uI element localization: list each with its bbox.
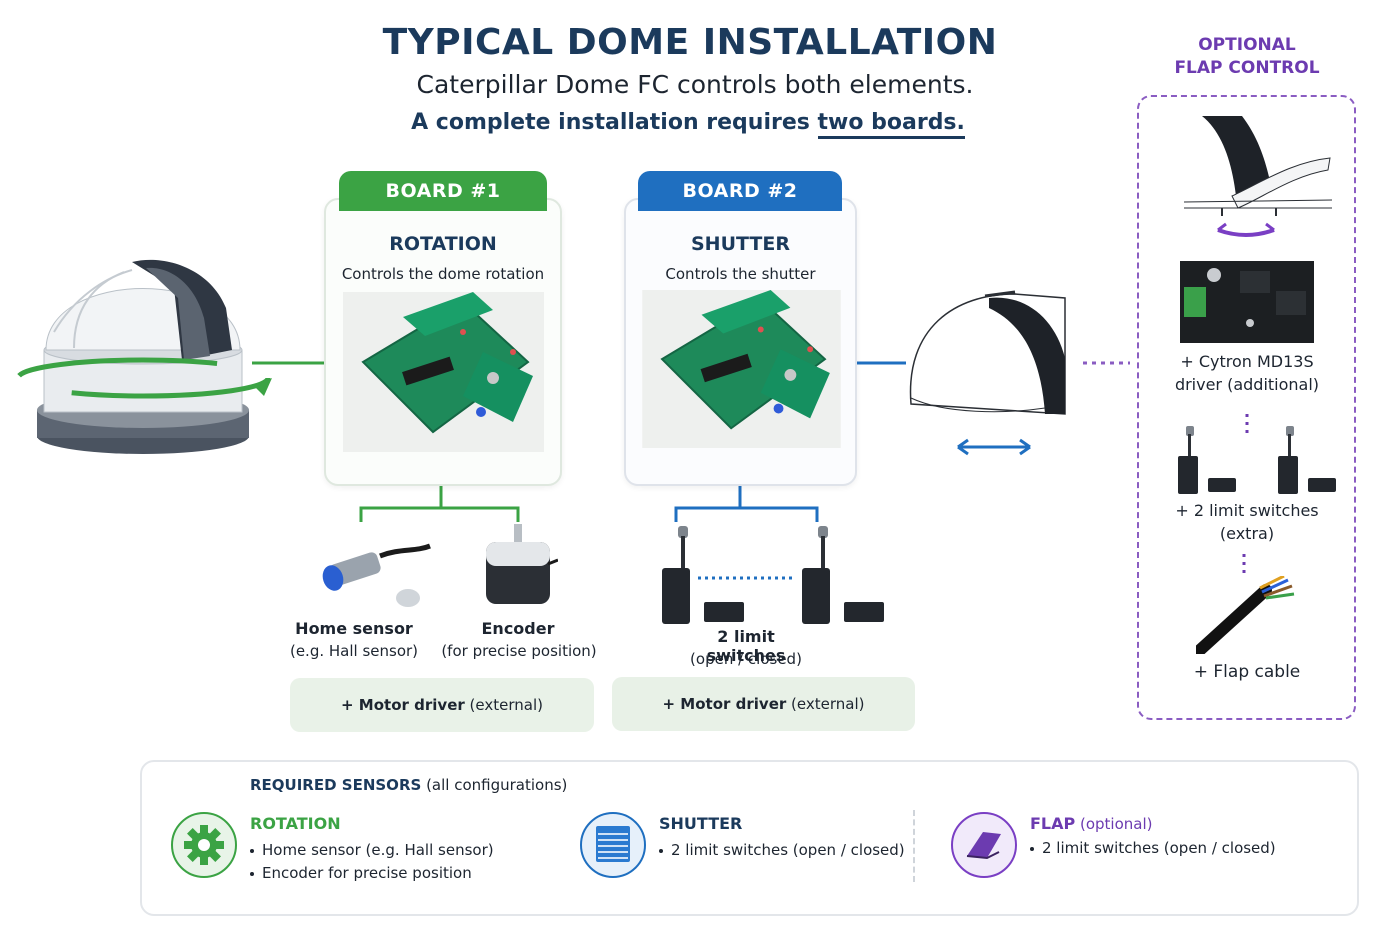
optional-flap-box bbox=[1137, 95, 1356, 720]
board-1-description: Controls the dome rotation bbox=[341, 265, 545, 283]
flap-section-title: FLAP (optional) bbox=[1030, 814, 1153, 833]
encoder-label: Encoder bbox=[481, 619, 555, 638]
subtitle-emphasis: two boards. bbox=[817, 110, 965, 139]
limit-switches-note: (open / closed) bbox=[690, 650, 802, 668]
extra-limit-switches-line2: (extra) bbox=[1219, 524, 1275, 543]
board-2-title: SHUTTER bbox=[691, 233, 790, 255]
board-2-motor-driver: + Motor driver (external) bbox=[612, 677, 915, 731]
home-sensor-label: Home sensor bbox=[295, 619, 413, 638]
flap-mechanism-icon bbox=[1183, 116, 1333, 237]
page-title: TYPICAL DOME INSTALLATION bbox=[382, 22, 998, 63]
shutter-item-text: 2 limit switches (open / closed) bbox=[671, 841, 905, 859]
cytron-driver-line1: + Cytron MD13S bbox=[1180, 352, 1314, 371]
list-item: 2 limit switches (open / closed) bbox=[659, 839, 905, 862]
rotation-item-text: Home sensor (e.g. Hall sensor) bbox=[262, 841, 494, 859]
rotation-section-title: ROTATION bbox=[250, 814, 341, 833]
board-1-motor-driver: + Motor driver (external) bbox=[290, 678, 594, 732]
subtitle-prefix: A complete installation requires bbox=[411, 110, 818, 135]
flap-sensor-list: 2 limit switches (open / closed) bbox=[1030, 837, 1276, 860]
shutter-dome-icon bbox=[909, 290, 1066, 415]
extra-limit-switches-icon bbox=[1178, 426, 1336, 494]
hall-sensor-icon bbox=[300, 538, 434, 608]
motor-driver-label: + Motor driver bbox=[662, 695, 787, 713]
flap-item-text: 2 limit switches (open / closed) bbox=[1042, 839, 1276, 857]
motor-driver-board-icon bbox=[1180, 261, 1314, 343]
flap-section-title-bold: FLAP bbox=[1030, 814, 1076, 833]
required-sensors-heading-bold: REQUIRED SENSORS bbox=[250, 776, 422, 794]
limit-switches-icon bbox=[662, 526, 884, 624]
required-sensors-panel bbox=[140, 760, 1359, 916]
board-1-tab: BOARD #1 bbox=[339, 171, 547, 211]
shutter-icon bbox=[580, 812, 646, 878]
encoder-icon bbox=[478, 524, 559, 614]
motor-driver-label: + Motor driver bbox=[341, 696, 465, 714]
board-2-description: Controls the shutter bbox=[665, 265, 816, 283]
list-item: 2 limit switches (open / closed) bbox=[1030, 837, 1276, 860]
limit-switches-label: 2 limit switches bbox=[706, 627, 786, 665]
flap-cable-icon bbox=[1196, 576, 1295, 654]
board-1-title: ROTATION bbox=[389, 233, 497, 255]
optional-title-line2: FLAP CONTROL bbox=[1174, 58, 1320, 78]
list-item: Encoder for precise position bbox=[250, 862, 494, 885]
extra-limit-switches-label: + 2 limit switches (extra) bbox=[1140, 499, 1354, 545]
shutter-section-title: SHUTTER bbox=[659, 814, 743, 833]
gear-icon bbox=[171, 812, 237, 878]
motor-driver-note: (external) bbox=[464, 696, 543, 714]
rotation-item-text: Encoder for precise position bbox=[262, 864, 472, 882]
board-2-pcb-icon bbox=[642, 290, 841, 448]
page-subtitle: Caterpillar Dome FC controls both elemen… bbox=[416, 70, 974, 99]
section-divider bbox=[913, 810, 915, 882]
cytron-driver-label: + Cytron MD13S driver (additional) bbox=[1140, 350, 1354, 396]
home-sensor-note: (e.g. Hall sensor) bbox=[289, 642, 419, 660]
optional-title-line1: OPTIONAL bbox=[1198, 35, 1296, 55]
shutter-sensor-list: 2 limit switches (open / closed) bbox=[659, 839, 905, 862]
encoder-note: (for precise position) bbox=[441, 642, 597, 660]
flap-section-optional: (optional) bbox=[1075, 815, 1153, 833]
extra-limit-switches-line1: + 2 limit switches bbox=[1175, 501, 1319, 520]
flap-icon bbox=[951, 812, 1017, 878]
optional-title: OPTIONAL FLAP CONTROL bbox=[1140, 34, 1354, 80]
rotation-sensor-list: Home sensor (e.g. Hall sensor) Encoder f… bbox=[250, 839, 494, 885]
flap-cable-label: + Flap cable bbox=[1193, 662, 1301, 682]
cytron-driver-line2: driver (additional) bbox=[1174, 375, 1320, 394]
rotating-dome-icon bbox=[15, 259, 272, 454]
board-2-tab: BOARD #2 bbox=[638, 171, 842, 211]
required-sensors-heading: REQUIRED SENSORS (all configurations) bbox=[250, 776, 567, 794]
page-subtitle-boards: A complete installation requires two boa… bbox=[0, 110, 1376, 139]
required-sensors-heading-note: (all configurations) bbox=[421, 776, 568, 794]
list-item: Home sensor (e.g. Hall sensor) bbox=[250, 839, 494, 862]
board-1-pcb-icon bbox=[343, 292, 544, 452]
motor-driver-note: (external) bbox=[786, 695, 865, 713]
